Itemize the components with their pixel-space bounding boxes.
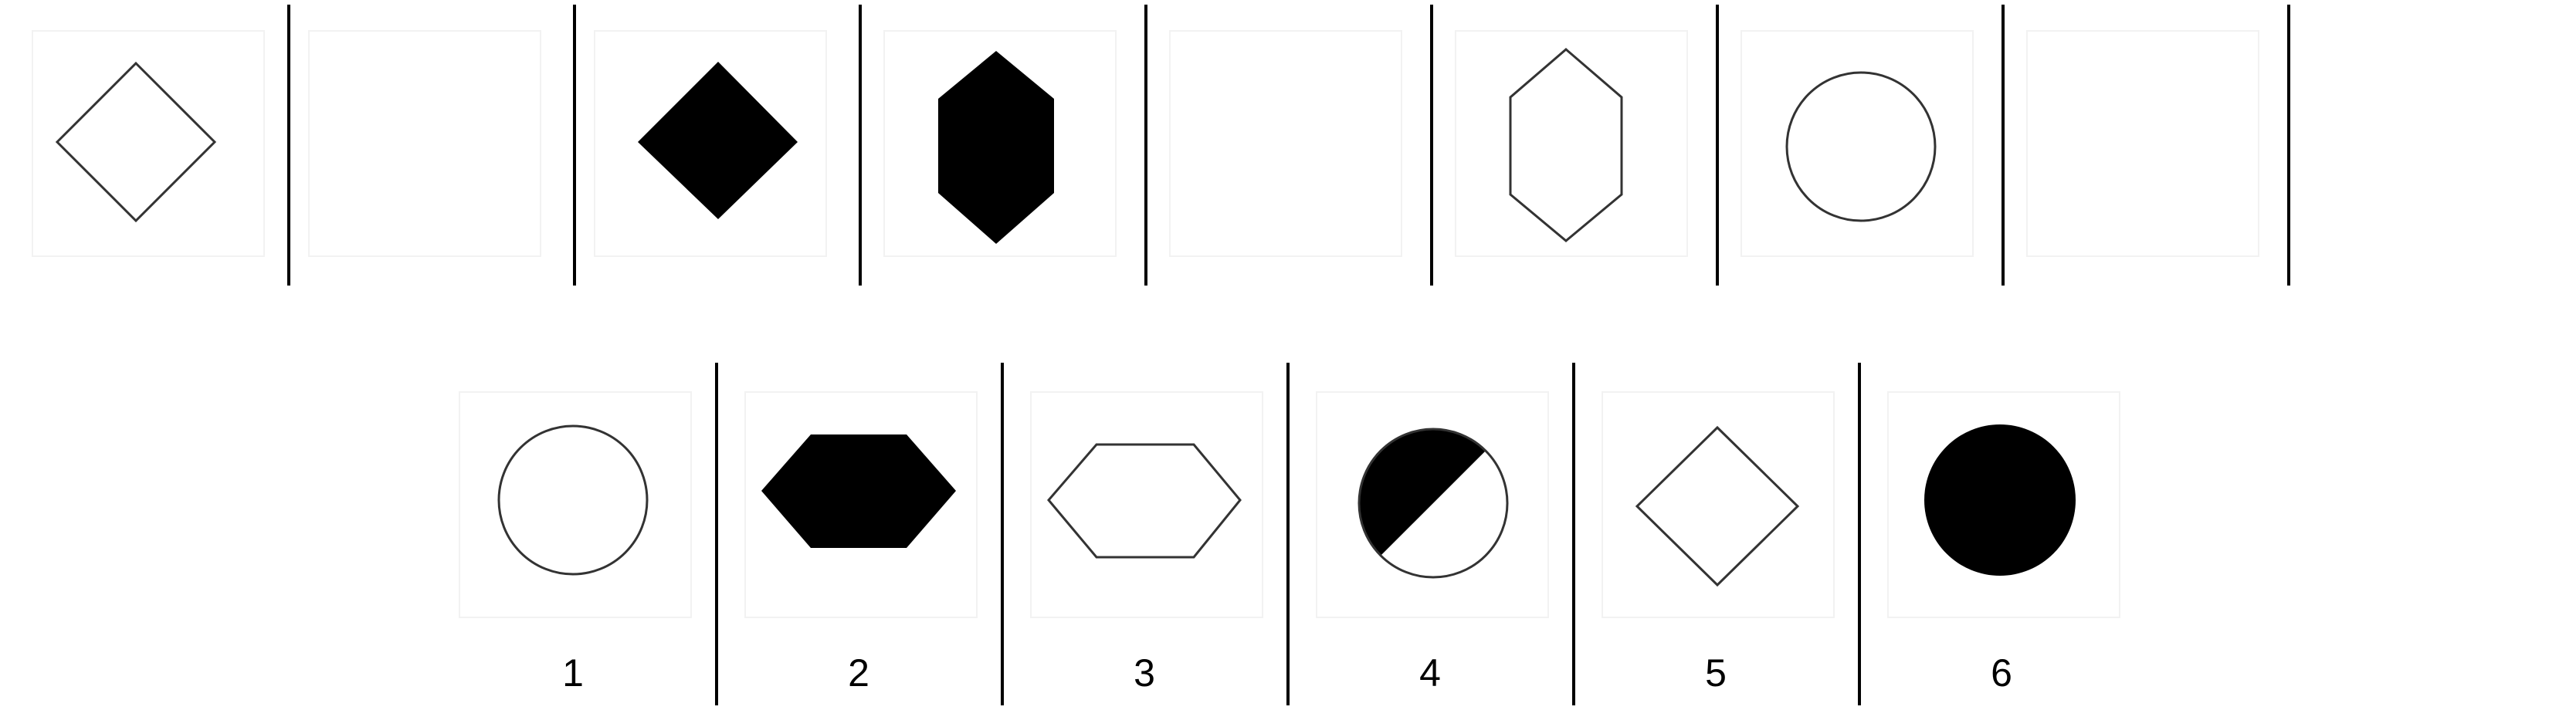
solid-diamond-icon bbox=[638, 62, 798, 219]
option-frame-6 bbox=[1887, 391, 2120, 618]
outline-vertical-hexagon-icon bbox=[1509, 48, 1623, 242]
cell-frame-6 bbox=[1455, 30, 1688, 257]
option-frame-2 bbox=[744, 391, 978, 618]
cell-frame-8 bbox=[2026, 30, 2259, 257]
option-label-2: 2 bbox=[848, 651, 869, 695]
cell-frame-5 bbox=[1169, 30, 1402, 257]
cell-frame-7 bbox=[1740, 30, 1974, 257]
cell-frame-4 bbox=[883, 30, 1117, 257]
option-5-outline-diamond-icon[interactable] bbox=[1635, 425, 1800, 587]
option-label-4: 4 bbox=[1419, 651, 1441, 695]
option-frame-1 bbox=[459, 391, 692, 618]
puzzle-row bbox=[32, 5, 2290, 286]
option-2-solid-horizontal-hexagon-icon[interactable] bbox=[761, 434, 956, 548]
cell-frame-1 bbox=[32, 30, 265, 257]
option-label-3: 3 bbox=[1134, 651, 1155, 695]
option-frame-5 bbox=[1602, 391, 1835, 618]
answer-row bbox=[459, 363, 2120, 705]
cell-frame-2 bbox=[308, 30, 541, 257]
outline-diamond-icon bbox=[55, 61, 217, 223]
option-frame-3 bbox=[1030, 391, 1263, 618]
option-6-solid-circle-icon[interactable] bbox=[1924, 424, 2076, 576]
option-label-1: 1 bbox=[562, 651, 584, 695]
outline-circle-icon bbox=[1785, 71, 1937, 222]
option-label-6: 6 bbox=[1991, 651, 2012, 695]
option-frame-4 bbox=[1316, 391, 1549, 618]
option-4-half-filled-circle-icon[interactable] bbox=[1357, 428, 1509, 579]
solid-vertical-hexagon-icon bbox=[938, 51, 1054, 244]
option-label-5: 5 bbox=[1705, 651, 1727, 695]
cell-frame-3 bbox=[594, 30, 827, 257]
option-1-outline-circle-icon[interactable] bbox=[497, 424, 649, 576]
option-3-outline-horizontal-hexagon-icon[interactable] bbox=[1047, 443, 1242, 559]
